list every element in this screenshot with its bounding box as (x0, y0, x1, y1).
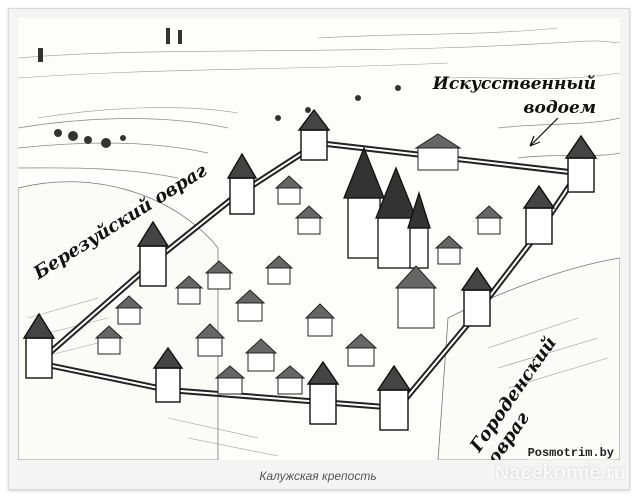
image-caption: Калужская крепость (259, 469, 377, 483)
watermark-site: Posmotrim.by (527, 446, 614, 460)
fortress-illustration (18, 27, 620, 460)
label-artificial-pond-line2: водоем (523, 98, 596, 118)
label-artificial-pond-line1: Искусственный (432, 74, 596, 94)
watermark-brand: Nacekomie.ru (494, 462, 626, 484)
kaluga-fortress-drawing: Искусственный водоем Березуйский овраг Г… (18, 18, 620, 460)
